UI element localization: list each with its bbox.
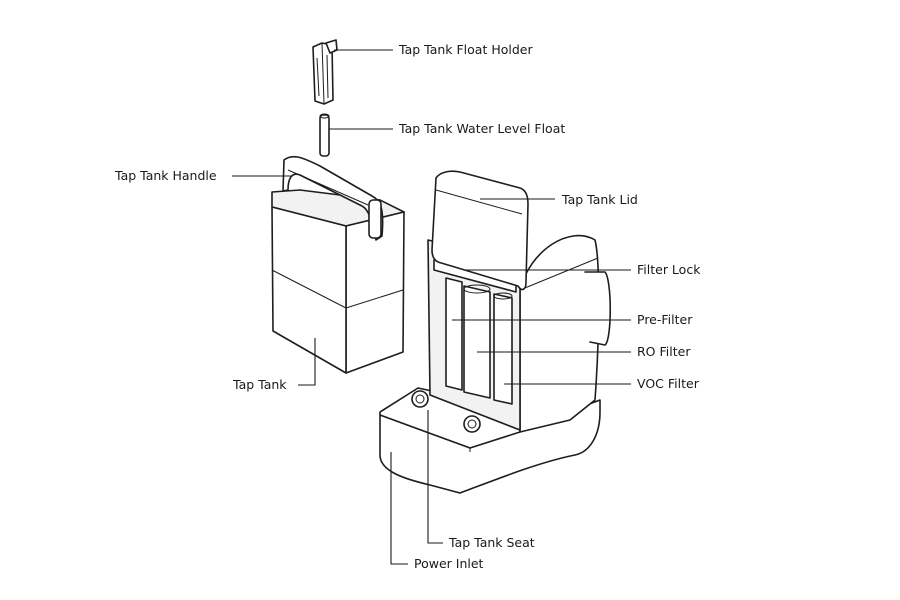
- lid-part: [431, 170, 529, 291]
- tap-tank-part: [271, 155, 405, 374]
- water-level-float-part: [319, 113, 330, 157]
- label-tank-seat: Tap Tank Seat: [448, 535, 535, 550]
- leader-power-inlet: [390, 452, 408, 565]
- label-handle: Tap Tank Handle: [114, 168, 217, 183]
- label-pre-filter: Pre-Filter: [637, 312, 693, 327]
- main-unit-part: [379, 234, 611, 494]
- float-holder-part: [312, 39, 338, 105]
- label-voc-filter: VOC Filter: [637, 376, 700, 391]
- label-ro-filter: RO Filter: [637, 344, 691, 359]
- leader-lines: [232, 49, 631, 565]
- label-float-holder: Tap Tank Float Holder: [398, 42, 533, 57]
- leader-tank-seat: [427, 410, 443, 544]
- label-lid: Tap Tank Lid: [561, 192, 638, 207]
- labels: Tap Tank Float Holder Tap Tank Water Lev…: [114, 42, 701, 571]
- leader-tap-tank: [298, 338, 316, 386]
- label-water-level-float: Tap Tank Water Level Float: [398, 121, 565, 136]
- label-power-inlet: Power Inlet: [414, 556, 484, 571]
- label-filter-lock: Filter Lock: [637, 262, 701, 277]
- label-tap-tank: Tap Tank: [232, 377, 287, 392]
